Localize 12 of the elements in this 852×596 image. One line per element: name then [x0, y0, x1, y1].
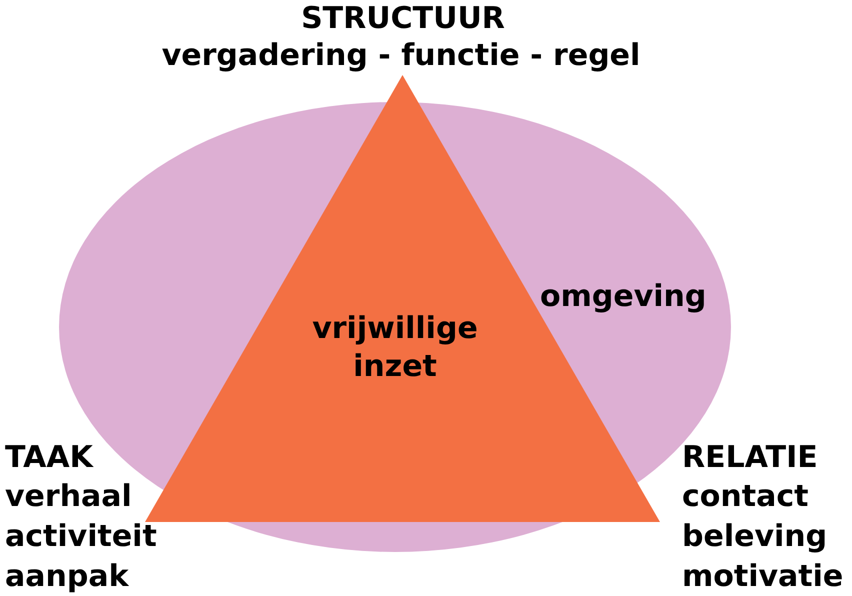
list-item: activiteit — [5, 518, 157, 556]
vertex-heading: TAAK — [5, 439, 93, 477]
list-item: beleving — [682, 518, 828, 556]
vertex-heading: STRUCTUUR — [301, 0, 505, 38]
vertex-heading: RELATIE — [682, 439, 818, 477]
vertex-subtitle: vergadering - functie - regel — [162, 37, 640, 75]
ellipse-label: omgeving — [540, 278, 706, 316]
list-item: contact — [682, 478, 808, 516]
list-item: aanpak — [5, 558, 129, 596]
list-item: motivatie — [682, 558, 844, 596]
list-item: verhaal — [5, 478, 132, 516]
triangle-label: vrijwillige inzet — [312, 310, 478, 386]
